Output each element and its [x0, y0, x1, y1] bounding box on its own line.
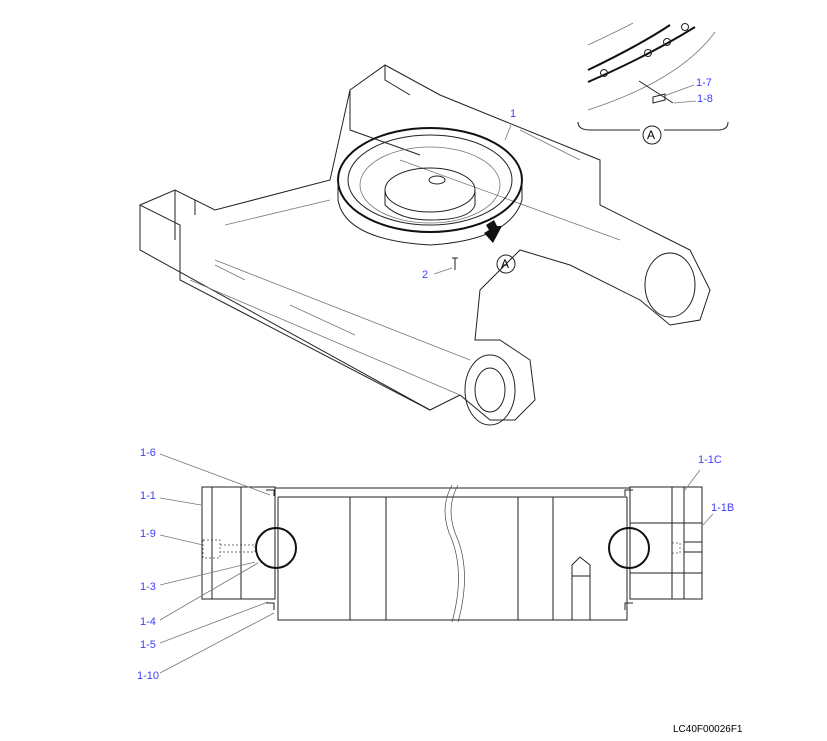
view-marker-circle: [496, 254, 516, 274]
callout-1-1b[interactable]: 1-1B: [711, 502, 735, 514]
callout-1-5[interactable]: 1-5: [140, 639, 156, 651]
callout-1-7[interactable]: 1-7: [696, 77, 712, 89]
bearing-cross-section: [201, 484, 703, 623]
undercarriage-frame-drawing: [139, 64, 711, 426]
callout-1-1c[interactable]: 1-1C: [698, 454, 722, 466]
view-direction-arrow: [484, 220, 502, 243]
view-marker-label: A: [501, 257, 510, 271]
callout-1-8[interactable]: 1-8: [697, 93, 713, 105]
callout-1-6[interactable]: 1-6: [140, 447, 156, 459]
detail-view-a: [577, 22, 729, 145]
detail-marker-label: A: [647, 128, 656, 142]
callout-1-4[interactable]: 1-4: [140, 616, 156, 628]
callout-1[interactable]: 1: [510, 108, 517, 120]
callout-1-10[interactable]: 1-10: [137, 670, 160, 682]
callout-1-9[interactable]: 1-9: [140, 528, 156, 540]
callout-1-3[interactable]: 1-3: [140, 581, 156, 593]
leader-lines: [159, 453, 714, 674]
callout-1-1[interactable]: 1-1: [140, 490, 156, 502]
callout-2[interactable]: 2: [422, 269, 429, 281]
detail-marker-circle: [642, 125, 662, 145]
drawing-code: LC40F00026F1: [673, 724, 743, 735]
